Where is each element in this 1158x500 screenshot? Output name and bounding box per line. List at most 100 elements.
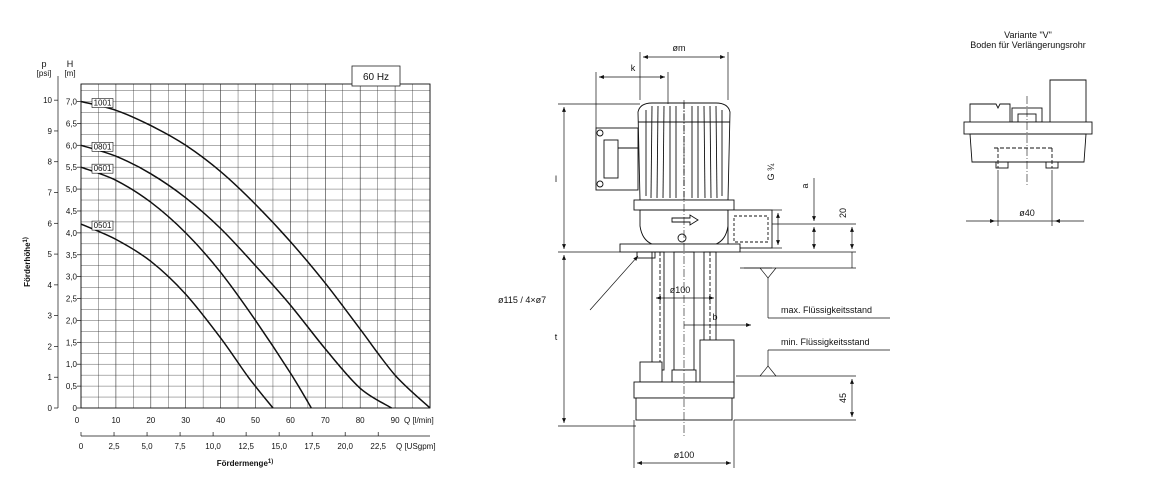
- dim-d100-bottom-label: ø100: [674, 450, 695, 460]
- h-tick-label: 2,0: [66, 316, 78, 325]
- y-left-unit: [psi]: [37, 69, 52, 78]
- h-tick-label: 3,0: [66, 273, 78, 282]
- x-unit-usgpm: Q [USgpm]: [396, 442, 436, 451]
- usgpm-tick-label: 2,5: [108, 442, 120, 451]
- lmin-tick-label: 40: [216, 416, 225, 425]
- lmin-tick-label: 30: [181, 416, 190, 425]
- curve-label-box: [91, 220, 114, 231]
- psi-tick-label: 3: [48, 312, 53, 321]
- curve-label-box: [91, 141, 114, 152]
- lmin-tick-label: 80: [356, 416, 365, 425]
- dim-a-label: a: [800, 183, 810, 188]
- dim-flange-label: ø115 / 4×ø7: [498, 295, 546, 305]
- usgpm-tick-label: 12,5: [238, 442, 254, 451]
- psi-tick-label: 9: [48, 127, 53, 136]
- curve-label-box: [91, 98, 114, 108]
- h-tick-label: 4,0: [66, 229, 78, 238]
- chart-grid: [80, 83, 431, 409]
- h-tick-label: 0,5: [66, 382, 78, 391]
- dim-g-label: G ¾: [766, 163, 776, 181]
- pump-drawing: [558, 52, 890, 468]
- y-axis-title-group: Förderhöhe1): [23, 237, 32, 287]
- curve-0501: [80, 223, 274, 409]
- plot-frame: [80, 83, 431, 409]
- h-tick-label: 1,0: [66, 360, 78, 369]
- h-tick-label: 6,5: [66, 119, 78, 128]
- y-left-label: p: [41, 59, 46, 69]
- lmin-tick-label: 20: [146, 416, 155, 425]
- usgpm-tick-label: 10,0: [205, 442, 221, 451]
- h-tick-label: 1,5: [66, 338, 78, 347]
- y-right-unit: [m]: [64, 69, 75, 78]
- motor-housing: [637, 102, 731, 201]
- curve-label-0601: 0601: [94, 164, 112, 173]
- y-right-label: H: [67, 59, 74, 69]
- dim-k-label: k: [631, 63, 636, 73]
- curve-0801: [80, 144, 393, 409]
- curve-label-0801: 0801: [94, 142, 112, 151]
- psi-tick-label: 8: [48, 158, 53, 167]
- curve-label-0501: 0501: [94, 221, 112, 230]
- usgpm-tick-label: 20,0: [337, 442, 353, 451]
- dim-d100-top-label: ø100: [670, 285, 691, 295]
- curve-1001: [80, 100, 431, 409]
- h-tick-label: 2,5: [66, 295, 78, 304]
- usgpm-tick-label: 22,5: [370, 442, 386, 451]
- psi-tick-label: 1: [48, 373, 53, 382]
- terminal-box: [595, 127, 639, 191]
- h-tick-label: 5,5: [66, 163, 78, 172]
- psi-tick-label: 7: [48, 189, 53, 198]
- curve-label-1001: 1001: [94, 99, 112, 108]
- variant-v-drawing: [963, 79, 1093, 226]
- min-level-label: min. Flüssigkeitsstand: [781, 337, 870, 347]
- usgpm-tick-label: 15,0: [271, 442, 287, 451]
- lmin-tick-label: 90: [391, 416, 400, 425]
- h-tick-label: 3,5: [66, 251, 78, 260]
- h-tick-label: 6,0: [66, 141, 78, 150]
- lmin-tick-label: 0: [75, 416, 80, 425]
- variant-subtitle: Boden für Verlängerungsrohr: [970, 40, 1086, 50]
- psi-tick-label: 2: [48, 342, 53, 351]
- dimension-lines: [558, 52, 890, 468]
- dim-b-label: b: [712, 312, 717, 322]
- psi-tick-label: 6: [48, 219, 53, 228]
- lmin-tick-label: 70: [321, 416, 330, 425]
- dim-20-label: 20: [838, 208, 848, 218]
- h-tick-label: 4,5: [66, 207, 78, 216]
- frequency-badge-box: [351, 65, 401, 87]
- dim-om-label: øm: [673, 43, 686, 53]
- dim-45-label: 45: [838, 393, 848, 403]
- lmin-tick-label: 60: [286, 416, 295, 425]
- h-tick-label: 0: [73, 404, 78, 413]
- usgpm-tick-label: 5,0: [141, 442, 153, 451]
- dim-l-label: l: [555, 174, 557, 184]
- usgpm-tick-label: 0: [79, 442, 84, 451]
- h-tick-label: 7,0: [66, 98, 78, 107]
- lmin-tick-label: 10: [111, 416, 120, 425]
- lmin-tick-label: 50: [251, 416, 260, 425]
- psi-tick-label: 4: [48, 281, 53, 290]
- psi-tick-label: 5: [48, 250, 53, 259]
- curve-labels: 1001 0801 0601 0501: [91, 98, 114, 231]
- h-tick-label: 5,0: [66, 185, 78, 194]
- chart-curves: [80, 100, 431, 409]
- pump-body: [619, 199, 773, 253]
- psi-tick-label: 0: [48, 404, 53, 413]
- chart-ticks: 0 0,5 1,0 1,5 2,0 2,5 3,0 3,5 4,0 4,5 5,0 5,5 6,0 6,5…: [43, 76, 430, 451]
- frequency-badge: 60 Hz: [363, 72, 389, 83]
- variant-title: Variante "V": [1004, 30, 1052, 40]
- max-level-label: max. Flüssigkeitsstand: [781, 305, 872, 315]
- variant-d40-label: ø40: [1019, 208, 1035, 218]
- curve-0601: [80, 166, 312, 409]
- usgpm-tick-label: 7,5: [175, 442, 187, 451]
- psi-tick-label: 10: [43, 96, 52, 105]
- x-axis-title: Fördermenge1): [217, 459, 273, 468]
- curve-label-box: [91, 163, 114, 174]
- y-axis-title: Förderhöhe1): [23, 237, 32, 287]
- pump-column: [633, 100, 735, 438]
- x-unit-lmin: Q [l/min]: [404, 416, 434, 425]
- usgpm-tick-label: 17,5: [304, 442, 320, 451]
- dim-t-label: t: [555, 332, 558, 342]
